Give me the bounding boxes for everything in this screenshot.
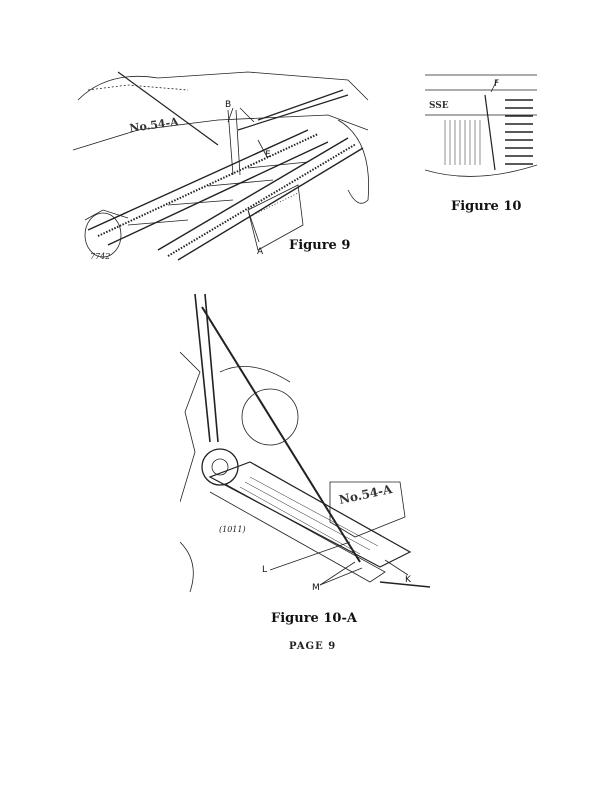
figure-10a-illustration: No.54-A: [180, 293, 431, 593]
figure-9-illustration: No.54-A: [72, 71, 369, 261]
fig10a-ref-number: (1011): [219, 525, 246, 534]
fig10a-callout-l: L: [262, 565, 268, 575]
fig10-stencil: SSE: [429, 101, 449, 111]
figure-10-caption: Figure 10: [451, 199, 522, 214]
fig10a-callout-k: K: [405, 575, 411, 585]
figure-10a-caption: Figure 10-A: [271, 611, 357, 626]
figure-9-caption: Figure 9: [289, 238, 351, 253]
fig9-callout-e: E: [265, 150, 271, 160]
fig9-stencil: No.54-A: [129, 115, 180, 135]
fig9-ref-number: 7742: [90, 252, 111, 261]
page-number: PAGE 9: [289, 641, 337, 652]
fig9-callout-a: A: [257, 247, 264, 257]
fig9-callout-b: B: [225, 100, 232, 110]
fig10a-stencil: No.54-A: [338, 482, 394, 507]
fig10a-callout-m: M: [312, 583, 320, 593]
fig10-callout-f: F: [494, 79, 500, 89]
figure-10-illustration: SSE: [425, 74, 537, 177]
